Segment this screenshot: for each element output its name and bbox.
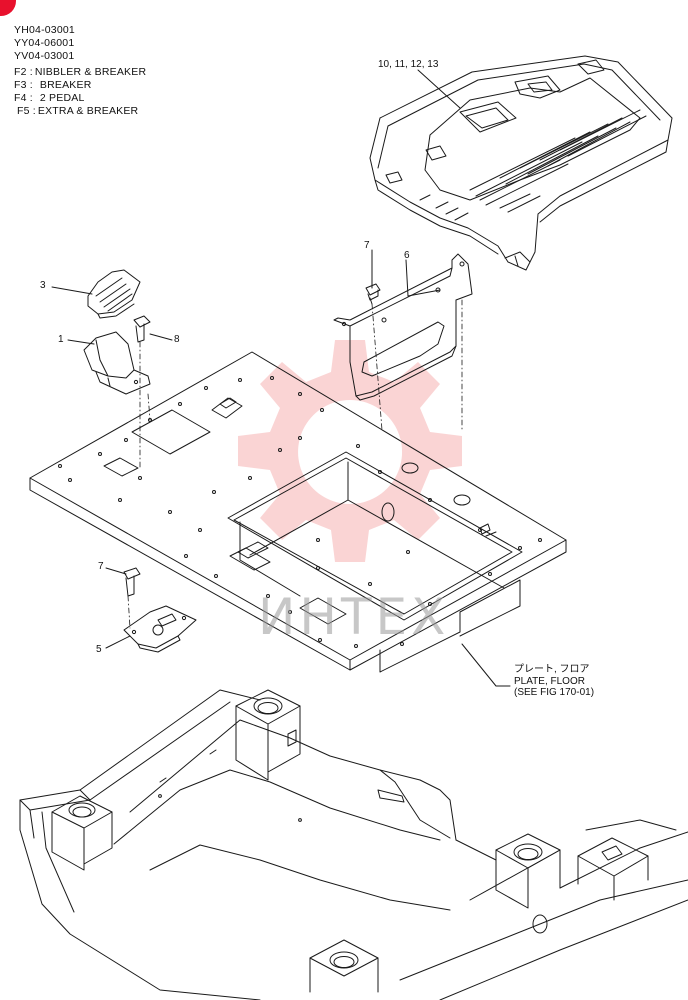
pedal-part xyxy=(83,331,151,395)
reference-en: PLATE, FLOOR xyxy=(514,675,585,687)
bolt-7-lower xyxy=(123,567,141,597)
serial-2: YY04-06001 xyxy=(14,37,75,49)
header-block: YH04-03001 YY04-06001 YV04-03001 F2 :NIB… xyxy=(14,24,146,118)
variant-f5: F5 :EXTRA & BREAKER xyxy=(17,105,139,117)
reference-see: (SEE FIG 170-01) xyxy=(514,687,595,698)
variant-list: F2 :NIBBLER & BREAKER F3 :BREAKER F4 :2 … xyxy=(14,66,146,118)
upper-frame-part xyxy=(19,689,688,1000)
callout-7-lower: 7 xyxy=(98,561,104,572)
serial-list: YH04-03001 YY04-06001 YV04-03001 xyxy=(14,24,146,63)
bracket-part xyxy=(333,253,473,401)
variant-f4: F4 :2 PEDAL xyxy=(14,92,85,104)
watermark-gear-icon xyxy=(238,340,462,562)
callout-7-upper: 7 xyxy=(364,240,370,251)
reference-note: プレート, フロア PLATE, FLOOR (SEE FIG 170-01) xyxy=(514,664,594,699)
mount-plate-part xyxy=(123,605,197,653)
watermark-text: ИНТЕХ xyxy=(258,588,450,646)
variant-f3: F3 :BREAKER xyxy=(14,79,92,91)
callout-8: 8 xyxy=(174,334,180,345)
serial-3: YV04-03001 xyxy=(14,50,75,62)
callout-5: 5 xyxy=(96,644,102,655)
serial-1: YH04-03001 xyxy=(14,24,75,36)
floor-plate-part xyxy=(29,351,567,673)
callout-1: 1 xyxy=(58,334,64,345)
floor-cover-part xyxy=(369,55,673,271)
alignment-lines xyxy=(127,299,463,629)
callout-cover: 10, 11, 12, 13 xyxy=(378,59,439,70)
reference-jp: プレート, フロア xyxy=(514,664,590,675)
callout-6: 6 xyxy=(404,250,410,261)
leader-lines xyxy=(51,69,511,687)
callout-3: 3 xyxy=(40,280,46,291)
bolt-7-upper xyxy=(365,283,381,305)
variant-f2: F2 :NIBBLER & BREAKER xyxy=(14,66,147,78)
bolt-8 xyxy=(133,315,151,343)
pedal-cover-part xyxy=(87,269,141,319)
